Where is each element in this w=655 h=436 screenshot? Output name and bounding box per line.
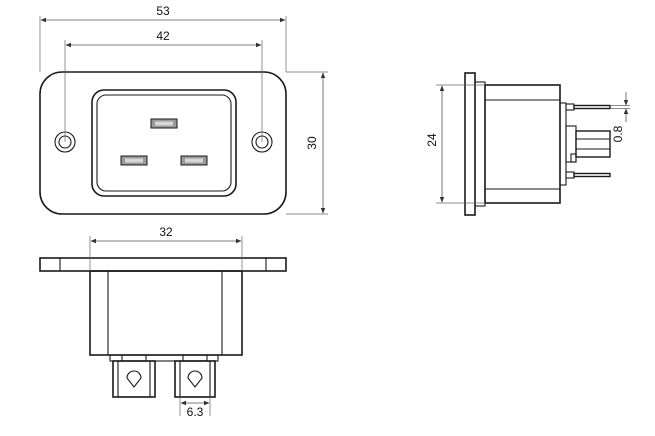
bottom-flange <box>39 257 287 272</box>
side-middle-terminal <box>565 125 611 163</box>
dimension-bottom-body-width: 32 <box>89 225 243 271</box>
bottom-right-terminal <box>174 354 216 398</box>
dimension-body-height: 24 <box>425 84 485 204</box>
dimension-label-6-3: 6.3 <box>187 405 204 419</box>
side-flange <box>464 72 476 216</box>
receptacle-cavity-outer <box>91 89 237 197</box>
receptacle-cavity-inner <box>96 94 232 192</box>
dimension-label-32: 32 <box>159 225 173 239</box>
front-view: 53 42 30 <box>39 4 328 215</box>
dimension-label-24: 24 <box>425 133 439 147</box>
side-top-terminal <box>565 103 611 111</box>
bottom-body <box>89 270 243 356</box>
dimension-overall-height: 30 <box>286 71 328 215</box>
dimension-label-53: 53 <box>156 4 170 18</box>
dimension-terminal-thickness: 0.8 <box>610 92 630 142</box>
dimension-hole-spacing: 42 <box>64 29 263 142</box>
bottom-left-terminal <box>112 354 156 398</box>
side-view: 24 0.8 <box>425 72 630 216</box>
dimension-label-0-8: 0.8 <box>611 125 625 142</box>
bottom-view: 32 6.3 <box>39 225 287 419</box>
dimension-label-42: 42 <box>156 29 170 43</box>
side-bottom-terminal <box>565 171 611 179</box>
dimension-terminal-width: 6.3 <box>179 397 211 419</box>
flange-outline <box>39 71 287 215</box>
dimension-overall-width: 53 <box>39 4 287 72</box>
side-body <box>484 84 561 204</box>
dimension-label-30: 30 <box>305 136 319 150</box>
